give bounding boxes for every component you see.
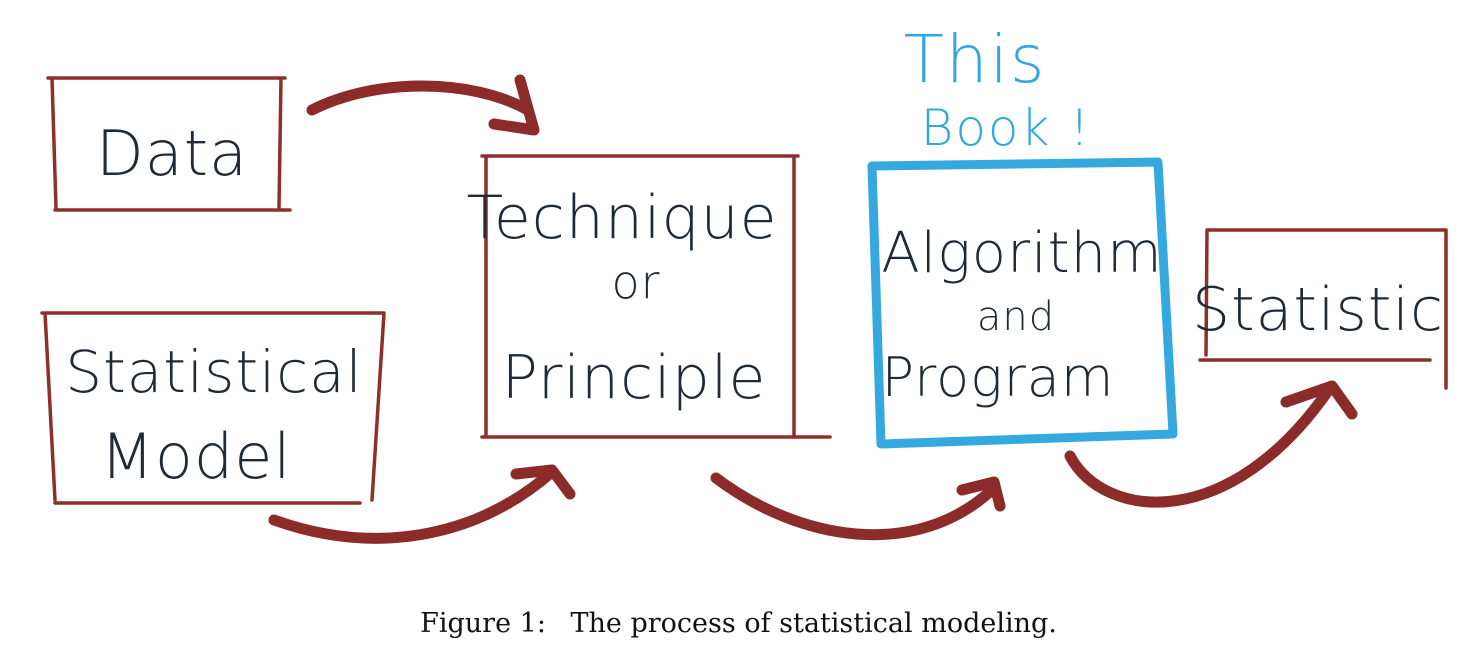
arrow-model-to-technique <box>268 464 576 544</box>
statistic-label: Statistic <box>1192 275 1444 345</box>
technique-node: Technique or Principle <box>466 154 832 439</box>
arrow-technique-to-algorithm <box>710 472 1006 541</box>
caption-label: Figure 1: <box>420 608 546 639</box>
caption-text: The process of statistical modeling. <box>570 608 1057 639</box>
figure-caption: Figure 1: The process of statistical mod… <box>0 608 1477 639</box>
data-box <box>46 76 292 212</box>
statistic-node: Statistic <box>1192 228 1448 390</box>
algorithm-label-line1: Algorithm <box>881 221 1162 286</box>
arrow-data-to-technique <box>306 74 540 136</box>
model-node: Statistical Model <box>40 311 386 505</box>
technique-label-line2: or <box>611 255 660 309</box>
model-box <box>40 311 386 505</box>
model-label-line1: Statistical <box>65 338 363 406</box>
algorithm-label-line3: Program <box>882 346 1115 409</box>
model-label-line2: Model <box>100 420 291 493</box>
technique-box <box>480 154 832 439</box>
annotation-line1: This <box>904 21 1047 98</box>
technique-label-line1: Technique <box>466 183 777 253</box>
annotation-line2: Book ! <box>921 99 1092 157</box>
algorithm-box <box>867 157 1178 449</box>
algorithm-label-line2: and <box>977 294 1055 340</box>
statistic-box <box>1198 228 1448 390</box>
technique-label-line3: Principle <box>502 343 767 413</box>
data-node: Data <box>46 76 292 212</box>
book-annotation: This Book ! <box>904 21 1092 157</box>
data-label: Data <box>96 117 248 190</box>
algorithm-node: Algorithm and Program <box>867 157 1178 449</box>
arrow-algorithm-to-statistic <box>1064 380 1358 508</box>
